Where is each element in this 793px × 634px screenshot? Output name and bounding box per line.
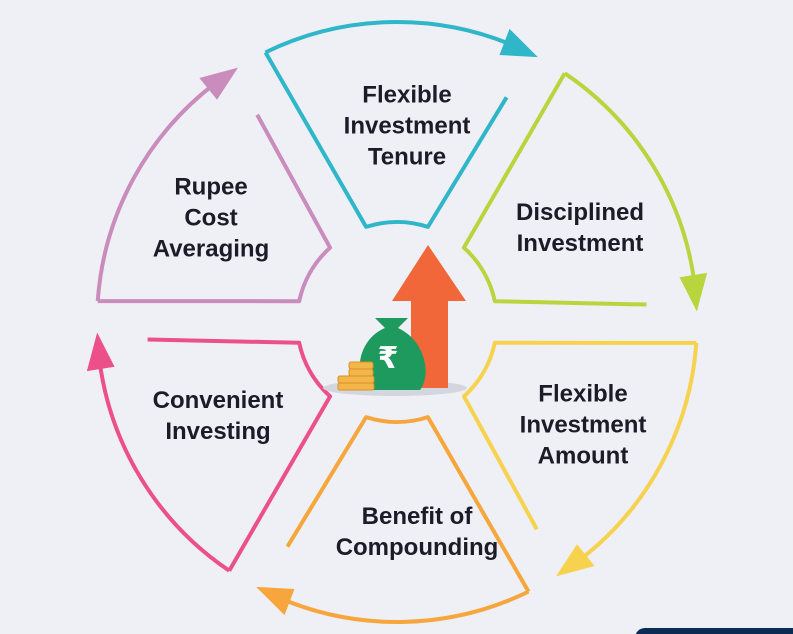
arrowhead-icon [499, 28, 538, 58]
arrowhead-icon [199, 67, 239, 100]
svg-text:₹: ₹ [378, 341, 399, 376]
segment-label: Benefit of Compounding [335, 503, 499, 561]
arrowhead-icon [679, 272, 708, 312]
segment-5 [95, 67, 333, 304]
segment-1 [461, 71, 708, 312]
segment-label: Convenient Investing [152, 387, 284, 445]
segment-label: Disciplined Investment [515, 199, 645, 257]
arrowhead-icon [256, 586, 295, 616]
segment-label: Rupee Cost Averaging [152, 173, 270, 263]
coins-icon [337, 361, 375, 391]
segment-label: Flexible Investment Amount [519, 380, 647, 470]
growth-arrow-icon [392, 245, 466, 388]
arrowhead-icon [86, 332, 115, 372]
segment-label: Flexible Investment Tenure [343, 81, 471, 171]
segment-2 [461, 340, 699, 577]
segment-3 [256, 415, 531, 624]
segment-0 [263, 20, 538, 229]
money-bag-icon: ₹ [359, 318, 426, 390]
segment-4 [86, 332, 333, 573]
arrowhead-icon [555, 544, 595, 577]
corner-decoration [635, 628, 793, 634]
